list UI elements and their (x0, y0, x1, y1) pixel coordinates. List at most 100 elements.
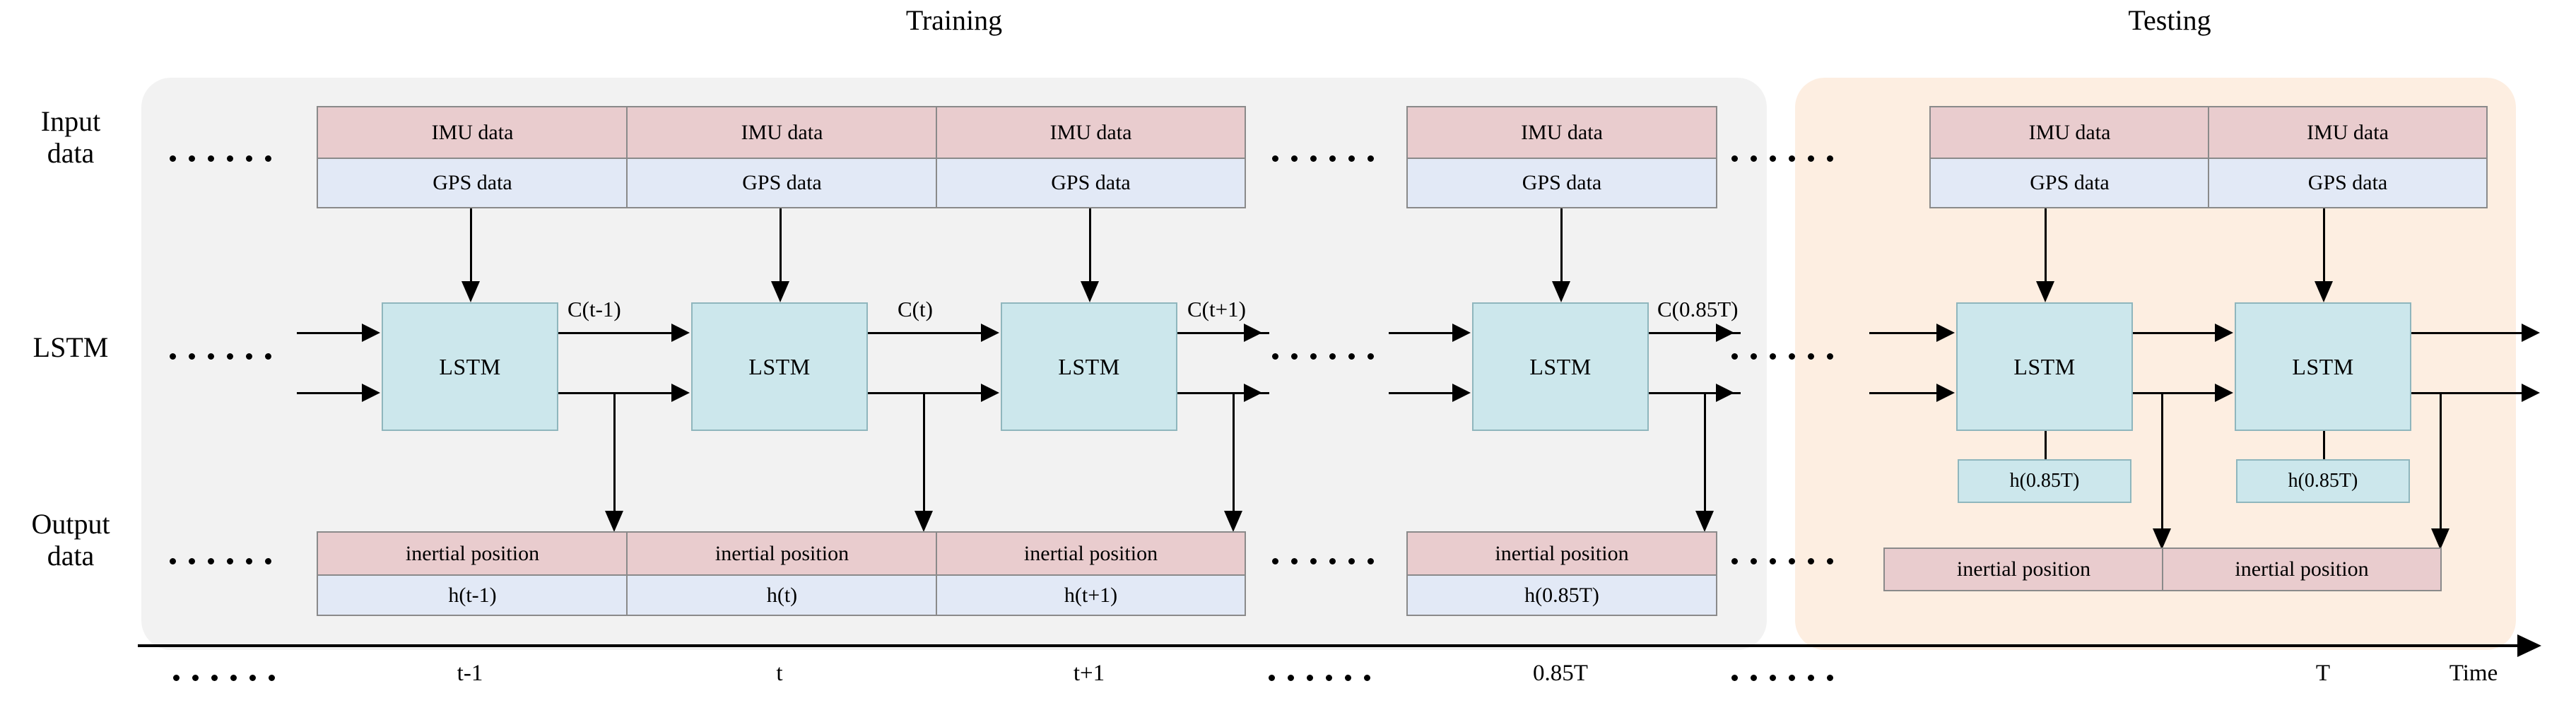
gps-cell: GPS data (628, 159, 936, 207)
h-state-line (1177, 392, 1269, 394)
c-state-line (558, 332, 673, 334)
lstm-input-arrow-bottom (1452, 384, 1471, 402)
input-to-lstm-arrow (461, 281, 480, 302)
inertial-position-cell: inertial position (1885, 549, 2163, 590)
c-state-label: C(t) (898, 297, 933, 321)
c-state-arrow (1244, 324, 1262, 342)
lstm-cell: LSTM (691, 302, 868, 431)
gps-cell: GPS data (2209, 159, 2486, 207)
h-state-line-out (2411, 392, 2523, 394)
c-state-arrow-out (2522, 324, 2540, 342)
h-branch-line (2440, 392, 2442, 533)
ellipsis-dots (1731, 155, 1833, 162)
input-to-lstm-arrow (2036, 281, 2054, 302)
inertial-position-cell: inertial position (937, 533, 1245, 574)
inertial-position-cell: inertial position (628, 533, 936, 574)
h-branch-arrow (914, 511, 933, 532)
h-state-arrow (1716, 384, 1734, 402)
ellipsis-dots (170, 155, 271, 162)
input-to-lstm-arrow (1081, 281, 1099, 302)
ellipsis-dots (1272, 353, 1374, 360)
h-state-arrow-out (2522, 384, 2540, 402)
timeline-tick-label: t+1 (1073, 661, 1105, 686)
inertial-position-cell: inertial position (1408, 533, 1716, 574)
row-label-lstm: LSTM (7, 331, 134, 364)
lstm-input-arrow-top (1936, 324, 1955, 342)
timeline-tick-label: T (2315, 661, 2331, 686)
ellipsis-dots (173, 675, 275, 681)
h-state-line (558, 392, 673, 394)
ellipsis-dots (170, 558, 271, 564)
lstm-input-line-bottom (297, 392, 364, 394)
output-data-group-training: inertial position inertial position iner… (317, 531, 1246, 616)
lstm-input-arrow-top (362, 324, 380, 342)
h-state-line (2133, 392, 2216, 394)
lstm-input-line-bottom (1869, 392, 1936, 394)
c-state-label: C(t-1) (567, 297, 621, 321)
h-state-arrow (1244, 384, 1262, 402)
row-label-input: Input data (7, 105, 134, 170)
input-to-lstm-arrow (1552, 281, 1570, 302)
lstm-cell: LSTM (1956, 302, 2133, 431)
h-state-line (868, 392, 982, 394)
lstm-cell: LSTM (2235, 302, 2411, 431)
timeline-axis-label: Time (2449, 661, 2498, 686)
h-feedback-box: h(0.85T) (2236, 459, 2410, 503)
ellipsis-dots (1731, 353, 1833, 360)
c-state-arrow (2215, 324, 2233, 342)
gps-cell: GPS data (1931, 159, 2209, 207)
row-label-output: Output data (7, 508, 134, 572)
c-state-line (868, 332, 982, 334)
imu-cell: IMU data (628, 107, 936, 158)
ellipsis-dots (1272, 155, 1374, 162)
c-state-arrow (671, 324, 690, 342)
h-branch-arrow (1695, 511, 1714, 532)
ellipsis-dots (1269, 675, 1370, 681)
gps-cell: GPS data (318, 159, 627, 207)
output-data-group-testing: inertial position inertial position (1883, 548, 2442, 591)
input-to-lstm-line (470, 208, 472, 286)
input-to-lstm-line (2323, 208, 2325, 286)
h-branch-line (923, 392, 925, 516)
row-label-output-line2: data (47, 539, 95, 572)
input-to-lstm-line (2045, 208, 2047, 286)
h-state-line (1649, 392, 1741, 394)
ellipsis-dots (170, 353, 271, 360)
row-label-lstm-line1: LSTM (33, 331, 109, 363)
c-state-arrow (981, 324, 999, 342)
ellipsis-dots (1731, 558, 1833, 564)
h-branch-arrow (1224, 511, 1242, 532)
gps-cell: GPS data (1408, 159, 1716, 207)
row-label-output-line1: Output (31, 508, 110, 540)
ellipsis-dots (1731, 675, 1833, 681)
imu-cell: IMU data (937, 107, 1245, 158)
c-state-label: C(t+1) (1187, 297, 1246, 321)
h-branch-line (1233, 392, 1235, 516)
timeline-tick-label: t (776, 661, 783, 686)
h-branch-line (2161, 392, 2163, 533)
section-title-training: Training (905, 4, 1003, 36)
h-feedback-box: h(0.85T) (1958, 459, 2131, 503)
output-data-group-085t: inertial position h(0.85T) (1406, 531, 1717, 616)
h-state-cell: h(t+1) (937, 576, 1245, 615)
lstm-input-line-bottom (1389, 392, 1456, 394)
h-branch-arrow (2431, 528, 2449, 550)
lstm-cell: LSTM (1001, 302, 1177, 431)
c-state-line-out (2411, 332, 2523, 334)
h-branch-arrow (2153, 528, 2171, 550)
inertial-position-cell: inertial position (318, 533, 627, 574)
h-state-cell: h(t) (628, 576, 936, 615)
h-state-arrow (671, 384, 690, 402)
timeline-arrowhead (2517, 634, 2541, 657)
imu-cell: IMU data (1931, 107, 2209, 158)
imu-cell: IMU data (2209, 107, 2486, 158)
lstm-input-arrow-top (1452, 324, 1471, 342)
lstm-input-arrow-bottom (362, 384, 380, 402)
gps-cell: GPS data (937, 159, 1245, 207)
lstm-to-hbox-line (2045, 431, 2047, 461)
imu-cell: IMU data (1408, 107, 1716, 158)
c-state-line (1177, 332, 1269, 334)
section-title-testing: Testing (2128, 4, 2211, 36)
c-state-arrow (1716, 324, 1734, 342)
input-data-group-085t: IMU data GPS data (1406, 106, 1717, 208)
